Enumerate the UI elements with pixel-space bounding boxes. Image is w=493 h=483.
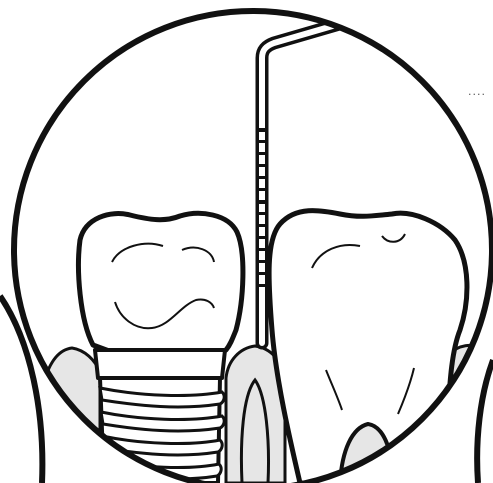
implant-abutment (95, 350, 225, 378)
gum-left (40, 348, 100, 483)
left-circle-fragment (0, 296, 42, 483)
right-circle-fragment (477, 360, 493, 483)
ellipsis-decoration: .... (468, 86, 486, 97)
magnified-view (40, 18, 485, 483)
implant-crown (79, 213, 243, 357)
